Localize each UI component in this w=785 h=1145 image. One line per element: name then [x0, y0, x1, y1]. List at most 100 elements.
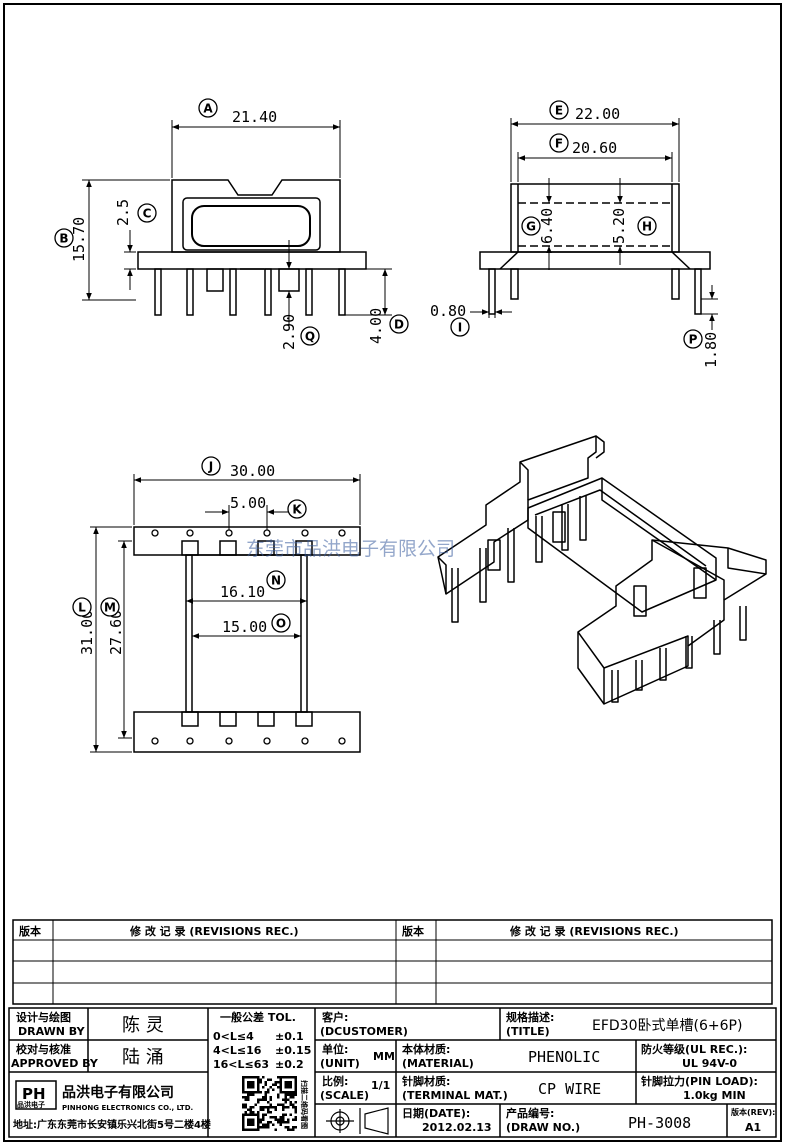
qr-module [272, 1106, 275, 1109]
material-label-en: (MATERIAL) [402, 1057, 474, 1070]
qr-module [269, 1098, 272, 1101]
qr-module [264, 1091, 267, 1094]
letter-circle-g [521, 216, 541, 236]
qr-module [269, 1121, 272, 1124]
scale-label-en: (SCALE) [320, 1089, 369, 1102]
qr-module [262, 1086, 265, 1089]
tolerance-range-3: 16<L≤63 [213, 1058, 269, 1071]
qr-module [274, 1116, 277, 1119]
qr-module [287, 1121, 290, 1124]
qr-module [257, 1118, 260, 1121]
letter-circle-l [72, 597, 92, 617]
isometric-view [437, 435, 767, 705]
pin-load-value: 1.0kg MIN [683, 1089, 746, 1102]
tolerance-value-2: ±0.15 [275, 1044, 311, 1057]
qr-module [252, 1123, 255, 1126]
qr-module [267, 1121, 270, 1124]
dim-e-value: 22.00 [575, 105, 620, 123]
qr-module [279, 1121, 282, 1124]
qr-module [294, 1083, 297, 1086]
qr-module [249, 1083, 252, 1086]
qr-module [264, 1096, 267, 1099]
material-label-cn: 本体材质: [402, 1042, 450, 1056]
qr-module [274, 1106, 277, 1109]
qr-module [249, 1106, 252, 1109]
qr-module [242, 1091, 245, 1094]
dimension-labels: 21.40 15.70 2.5 2.90 4.00 22.00 20.60 6.… [70, 105, 720, 655]
qr-module [242, 1106, 245, 1109]
qr-module [277, 1076, 280, 1079]
qr-module [252, 1106, 255, 1109]
qr-module [264, 1093, 267, 1096]
qr-module [294, 1106, 297, 1109]
qr-module [274, 1118, 277, 1121]
qr-module [257, 1076, 260, 1079]
qr-module [247, 1086, 250, 1089]
qr-module [267, 1111, 270, 1114]
qr-module [257, 1101, 260, 1104]
qr-module [257, 1086, 260, 1089]
qr-module [247, 1081, 250, 1084]
qr-module [252, 1086, 255, 1089]
qr-module [257, 1113, 260, 1116]
qr-module [264, 1106, 267, 1109]
qr-module [242, 1116, 245, 1119]
qr-module [262, 1118, 265, 1121]
qr-module [249, 1108, 252, 1111]
qr-module [252, 1118, 255, 1121]
approved-by-value: 陆 涌 [122, 1047, 164, 1068]
qr-module [279, 1078, 282, 1081]
scale-label-cn: 比例: [322, 1074, 348, 1088]
qr-module [252, 1081, 255, 1084]
qr-module [272, 1083, 275, 1086]
title-block-grid [8, 1007, 777, 1138]
qr-module [284, 1076, 287, 1079]
terminal-label-en: (TERMINAL MAT.) [402, 1089, 508, 1102]
qr-module [277, 1081, 280, 1084]
qr-module [242, 1128, 245, 1131]
qr-module [294, 1076, 297, 1079]
qr-module [257, 1091, 260, 1094]
qr-module [259, 1081, 262, 1084]
spec-label-en: (TITLE) [506, 1025, 550, 1038]
approved-by-label-en: APPROVED BY [11, 1057, 99, 1070]
qr-module [247, 1098, 250, 1101]
scale-value: 1/1 [371, 1079, 390, 1092]
qr-module [254, 1103, 257, 1106]
qr-module [257, 1123, 260, 1126]
letter-circle-a [198, 98, 218, 118]
sheet-border [3, 3, 782, 1142]
qr-module [242, 1076, 245, 1079]
qr-module [247, 1118, 250, 1121]
letter-p: P [689, 333, 698, 347]
qr-module [257, 1111, 260, 1114]
drawn-by-label-cn: 设计与绘图 [16, 1010, 71, 1024]
qr-module [272, 1123, 275, 1126]
draw-no-label-cn: 产品编号: [506, 1106, 554, 1120]
revision-col-record-left: 修 改 记 录 (REVISIONS REC.) [129, 924, 299, 938]
qr-module [259, 1126, 262, 1129]
letter-circle-k [287, 499, 307, 519]
qr-module [282, 1118, 285, 1121]
letter-circle-c [137, 203, 157, 223]
qr-module [267, 1078, 270, 1081]
letter-d: D [394, 318, 404, 332]
fire-rating-value: UL 94V-0 [682, 1057, 737, 1070]
qr-module [242, 1078, 245, 1081]
qr-module [287, 1086, 290, 1089]
qr-module [292, 1118, 295, 1121]
qr-module [244, 1113, 247, 1116]
qr-module [257, 1121, 260, 1124]
qr-module [249, 1076, 252, 1079]
qr-module [247, 1108, 250, 1111]
top-view-pin-holes [151, 529, 346, 745]
qr-module [289, 1086, 292, 1089]
qr-module [259, 1118, 262, 1121]
date-value: 2012.02.13 [422, 1121, 492, 1134]
qr-module [269, 1111, 272, 1114]
qr-module [284, 1091, 287, 1094]
letter-h: H [642, 220, 652, 234]
letter-a: A [203, 102, 213, 116]
company-name-cn: 品洪电子有限公司 [62, 1084, 174, 1101]
